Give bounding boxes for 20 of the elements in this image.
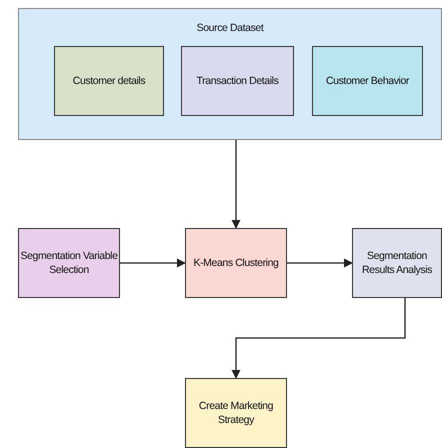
box-label: Transaction Details [196,74,278,88]
box-label: Customer details [72,74,146,88]
process-box [352,228,442,298]
box-label: Create Marketing Strategy [198,398,274,428]
group-title: Source Dataset [196,21,264,36]
process-box [185,228,287,298]
group-panel [18,8,442,140]
process-box [18,228,120,298]
box-label: Segmentation Results Analysis [360,248,434,278]
process-box [185,378,287,448]
box-label: Customer Behavior [326,74,410,88]
process-box [312,46,423,116]
box-label: Segmentation Variable Selection [19,248,119,278]
box-label: K-Means Clustering [193,256,278,270]
arrow [231,140,241,229]
arrow [231,298,406,379]
process-box [181,46,294,116]
process-box [54,46,164,116]
arrow [287,258,353,268]
arrow [120,258,186,268]
